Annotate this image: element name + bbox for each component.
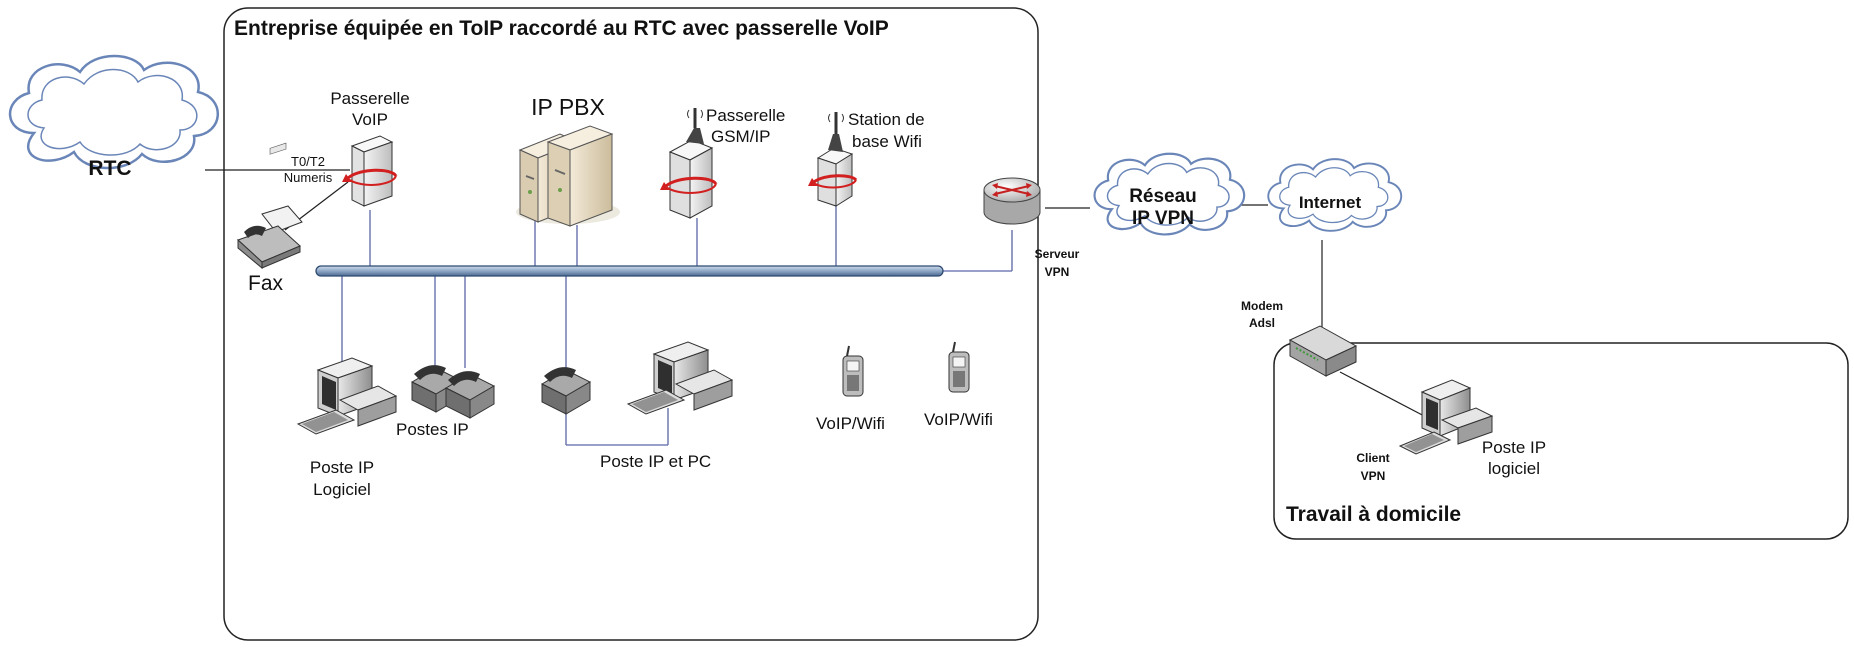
softphone-label-line2: Logiciel [313,480,371,499]
vpn-server-label-line1: Serveur [1034,247,1080,261]
internet-cloud-label: Internet [1298,193,1362,212]
vpn-client-label-line2: VPN [1360,469,1386,483]
rtc-cloud-label: RTC [88,157,132,180]
vpn-router-icon [983,177,1041,225]
adsl-modem-icon [1288,325,1358,377]
rtc-cloud [8,54,220,170]
ip-phone-with-pc-icon [540,341,734,415]
ip-phones-label: Postes IP [396,420,469,439]
wifi-station-label-line2: base Wifi [852,132,922,151]
enterprise-title: Entreprise équipée en ToIP raccordé au R… [234,17,889,40]
voip-gateway-label-line1: Passerelle [330,89,410,108]
voip-gateway-icon [342,135,398,207]
t0-label-line2: Numeris [283,170,333,185]
softphone-label-line1: Poste IP [309,458,375,477]
voip-gateway-label-line2: VoIP [352,110,388,129]
ip-phone-pc-label: Poste IP et PC [600,452,712,471]
home-title: Travail à domicile [1286,503,1462,526]
home-softphone-label-line2: logiciel [1488,459,1540,478]
modem-label-line2: Adsl [1248,316,1275,330]
lan-drops [341,205,1013,446]
enterprise-boundary [223,7,1039,641]
vpn-cloud-label-line1: Réseau [1129,186,1197,207]
gsm-gateway-label-line2: GSM/IP [711,127,771,146]
modem-label-line1: Modem [1241,299,1283,313]
lan-bus [315,265,944,277]
ip-phones-icon [410,365,496,419]
wifi-station-label-line1: Station de [848,110,925,129]
wifi-base-station-icon [808,112,858,207]
home-pc-icon [1398,379,1494,455]
vpn-server-label-line2: VPN [1044,265,1070,279]
fax-label: Fax [248,272,284,295]
gsm-gateway-label-line1: Passerelle [706,106,786,125]
fax-icon [237,142,303,270]
vpn-cloud-label-line2: IP VPN [1132,208,1194,229]
home-boundary [1273,342,1849,540]
ip-pbx-label: IP PBX [531,94,605,120]
vpn-client-label-line1: Client [1356,451,1390,465]
gsm-gateway-icon [660,108,718,219]
wan-links [205,169,1429,419]
home-softphone-label-line1: Poste IP [1481,438,1547,457]
softphone-pc-icon [296,357,398,435]
t0-label-line1: T0/T2 [291,154,325,169]
wifi-phone-icon-1 [842,345,864,397]
wifi-phone-icon-2 [948,341,970,393]
wifi-phone-1-label: VoIP/Wifi [816,414,885,433]
ip-pbx-server-icon [516,125,620,227]
wifi-phone-2-label: VoIP/Wifi [924,410,993,429]
